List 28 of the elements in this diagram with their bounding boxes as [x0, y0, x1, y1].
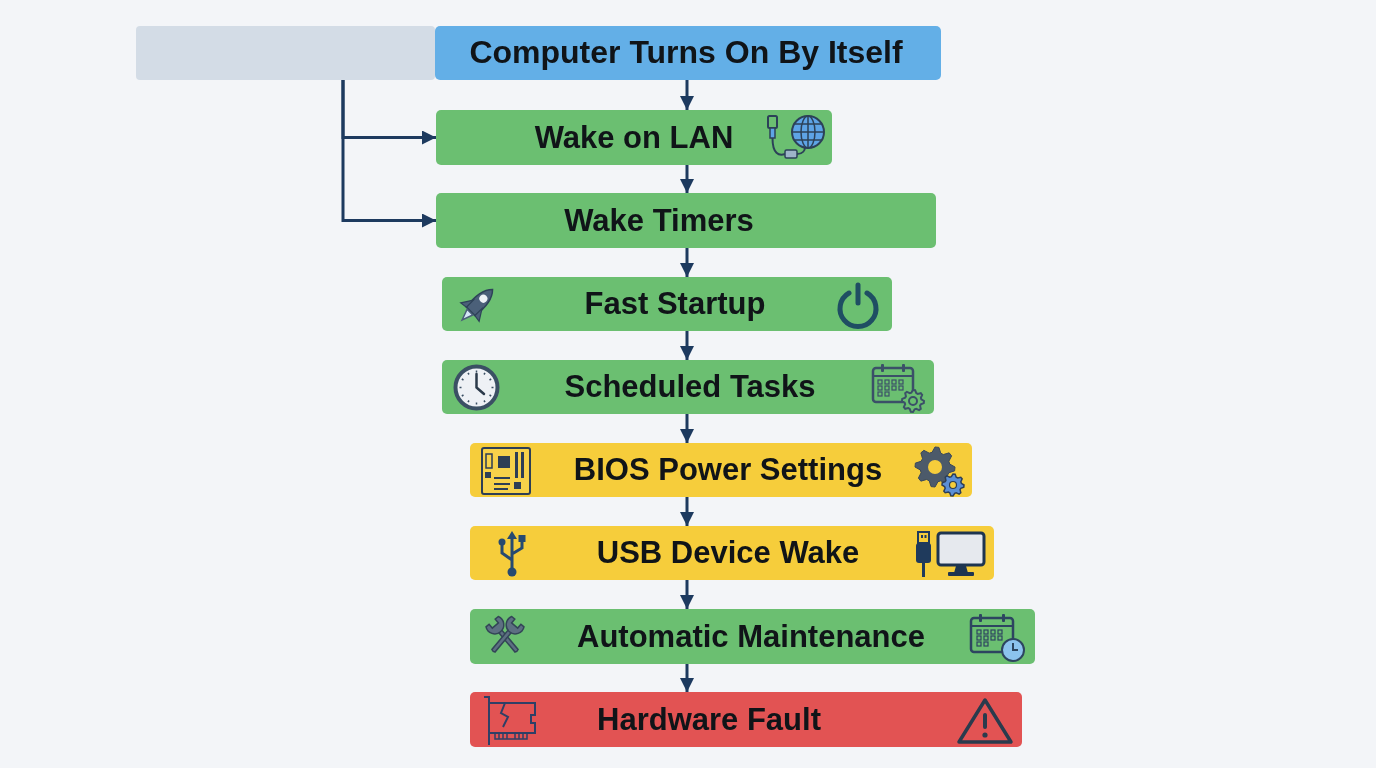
connector-arrow	[680, 580, 694, 609]
heading-text: Computer Turns On By Itself	[469, 35, 903, 71]
connector-arrow	[680, 497, 694, 526]
step-box	[442, 360, 934, 414]
step-box	[470, 526, 994, 580]
connector-arrow	[680, 248, 694, 277]
connector-arrow	[680, 664, 694, 692]
connector-arrow	[680, 331, 694, 360]
title-banner	[435, 26, 941, 80]
step-label: Wake on LAN	[534, 120, 734, 155]
step-box	[436, 193, 936, 248]
step-label: Wake Timers	[564, 203, 754, 238]
step-label: Automatic Maintenance	[577, 619, 925, 654]
step-box	[470, 609, 1035, 664]
step-label: Hardware Fault	[597, 702, 821, 737]
step-label: Fast Startup	[584, 286, 766, 322]
connector-arrow	[680, 414, 694, 443]
connector-arrow	[341, 80, 436, 228]
step-label: Scheduled Tasks	[564, 369, 816, 405]
step-label: USB Device Wake	[596, 535, 860, 571]
step-box	[470, 443, 972, 497]
step-box	[436, 110, 832, 165]
step-box	[442, 277, 892, 331]
step-box	[470, 692, 1022, 747]
step-label: BIOS Power Settings	[573, 452, 883, 488]
header-panel	[136, 26, 435, 80]
connector-arrow	[680, 80, 694, 110]
connector-arrow	[680, 165, 694, 193]
